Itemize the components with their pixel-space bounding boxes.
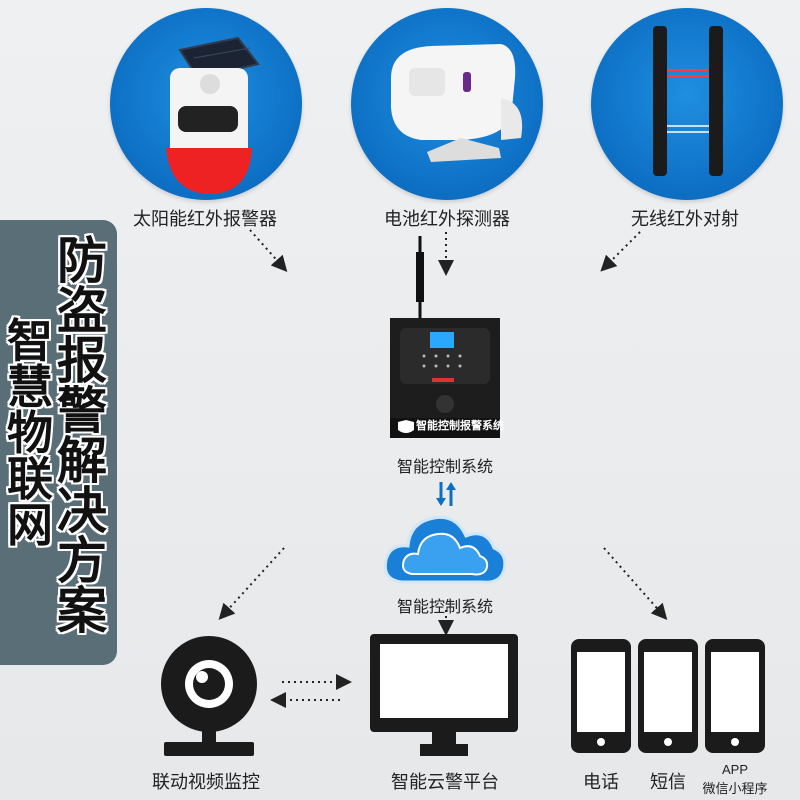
solar-alarm-icon [166, 36, 260, 194]
monitor-icon [370, 634, 518, 756]
sync-arrows-icon [436, 482, 456, 506]
arrow-beam-to-controller [600, 231, 641, 272]
device-circle-pir [351, 8, 543, 200]
phone-icon [638, 639, 698, 753]
output-label-miniprogram: 微信小程序 [702, 781, 768, 796]
device-circle-solar [110, 8, 302, 200]
alarm-control-panel-icon [390, 236, 500, 438]
device-circle-beam [591, 8, 783, 200]
cloud-label: 智能控制系统 [396, 599, 494, 616]
cloud-icon [383, 515, 507, 584]
controller-panel-text: 智能控制报警系统 [416, 420, 504, 432]
device-label-pir: 电池红外探测器 [384, 209, 510, 229]
device-label-beam: 无线红外对射 [631, 209, 739, 229]
arrow-cloud-to-webcam [218, 547, 285, 620]
device-label-solar: 太阳能红外报警器 [133, 209, 277, 229]
phone-icon [571, 639, 631, 753]
title-panel [0, 220, 117, 665]
phone-icon [705, 639, 765, 753]
output-label-monitor: 智能云警平台 [391, 772, 499, 792]
sub-title: 智慧物联网 [7, 314, 53, 552]
pir-detector-icon [391, 44, 523, 162]
arrow-cloud-to-phones [603, 547, 668, 621]
arrow-solar-to-controller [249, 229, 288, 272]
controller-label: 智能控制系统 [396, 459, 494, 476]
output-label-webcam: 联动视频监控 [152, 772, 260, 792]
webcam-icon [161, 636, 257, 756]
output-label-sms: 短信 [650, 772, 686, 792]
output-label-app: APP [721, 762, 749, 777]
main-title: 防盗报警解决方案 [57, 232, 107, 640]
output-label-phone: 电话 [583, 772, 619, 792]
infrared-beam-icon [653, 26, 723, 176]
